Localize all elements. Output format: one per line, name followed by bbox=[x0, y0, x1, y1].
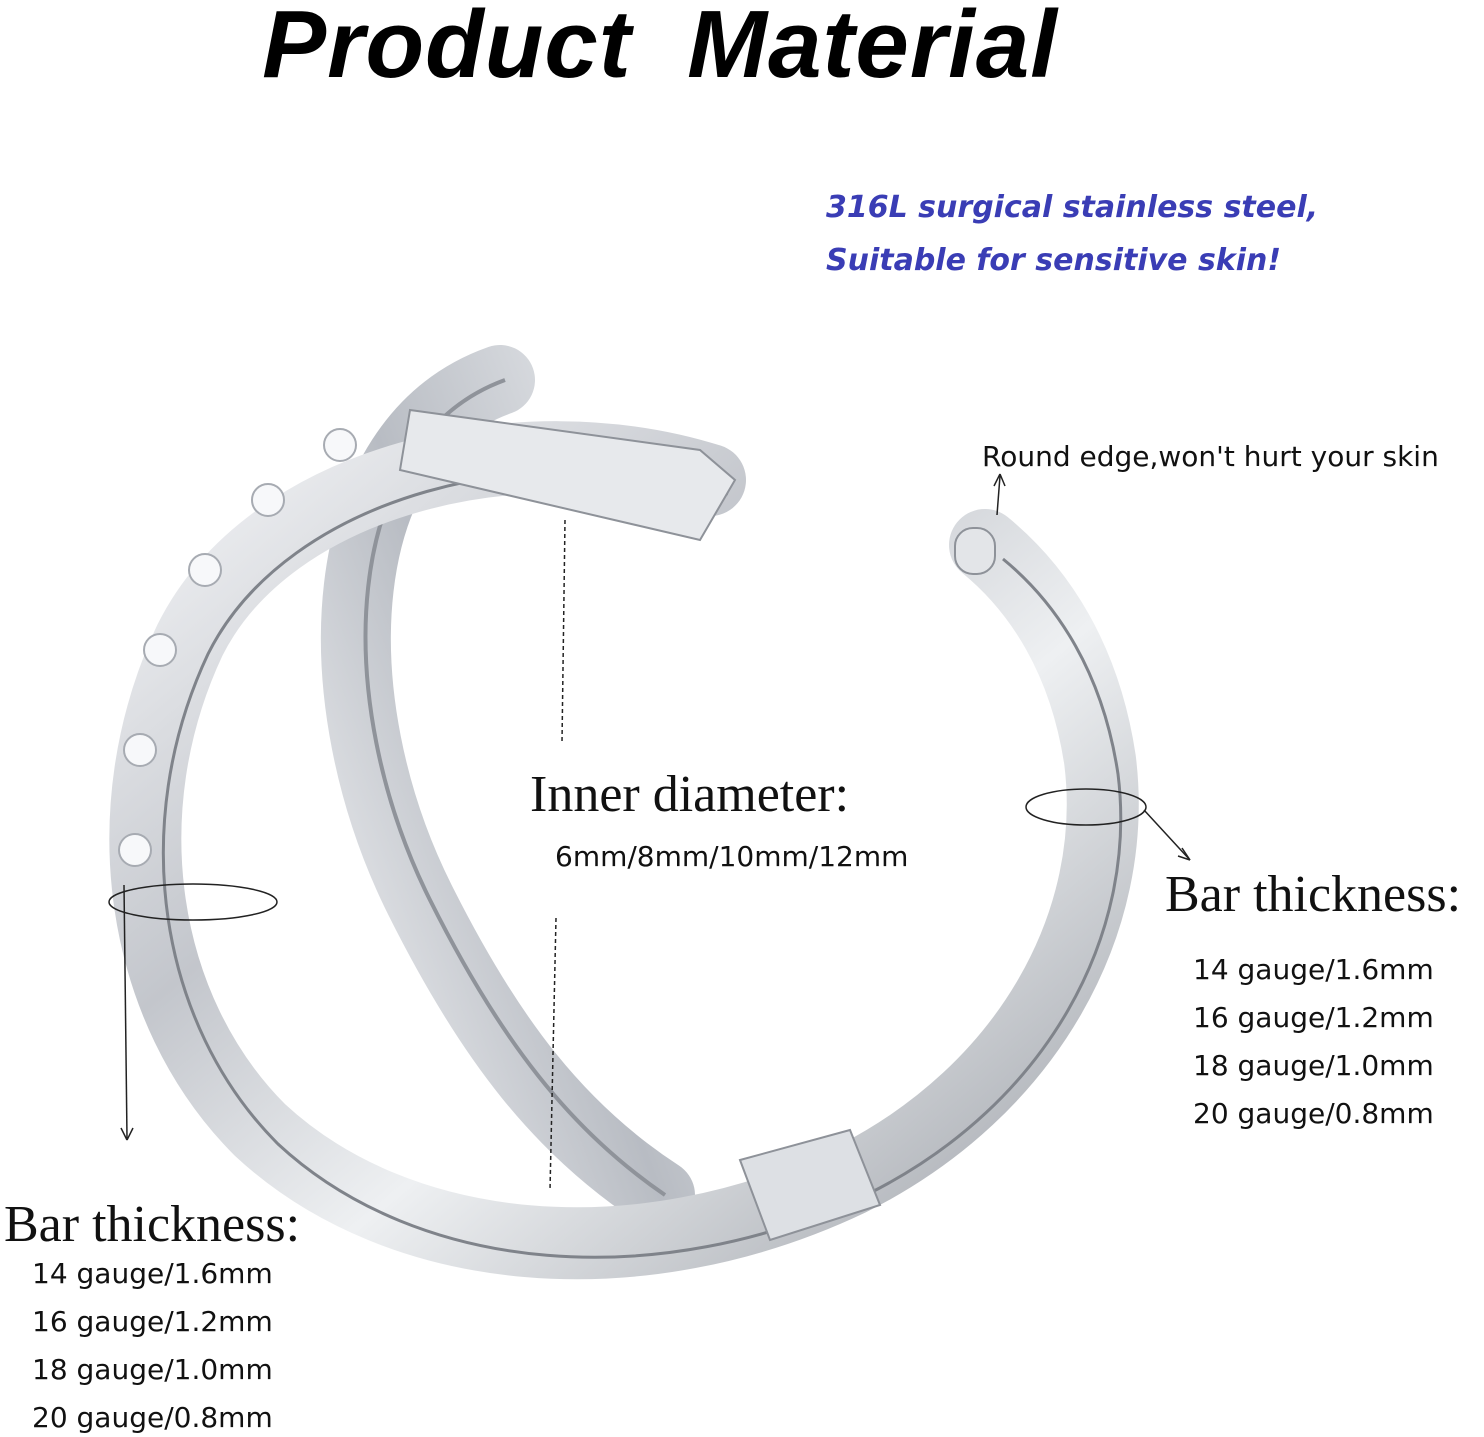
main-ring bbox=[109, 408, 1139, 1280]
right-thickness-arrow bbox=[1143, 809, 1191, 861]
bar-thickness-right-item: 20 gauge/0.8mm bbox=[1193, 1097, 1434, 1130]
bar-thickness-right-item: 14 gauge/1.6mm bbox=[1193, 953, 1434, 986]
measure-marks bbox=[108, 473, 1191, 1191]
bar-thickness-left-item: 20 gauge/0.8mm bbox=[32, 1401, 273, 1434]
bar-thickness-right-item: 16 gauge/1.2mm bbox=[1193, 1001, 1434, 1034]
left-thickness-ellipse bbox=[108, 883, 278, 921]
bar-thickness-right-label: Bar thickness: bbox=[1165, 866, 1462, 923]
inner-diameter-top-dash bbox=[561, 519, 566, 743]
top-cap bbox=[398, 408, 737, 542]
bar-thickness-right-item: 18 gauge/1.0mm bbox=[1193, 1049, 1434, 1082]
inner-diameter-bottom-dash bbox=[549, 917, 557, 1191]
page-title: Product Material bbox=[262, 0, 1058, 98]
round-edge-tip bbox=[954, 527, 996, 575]
bar-thickness-left-item: 18 gauge/1.0mm bbox=[32, 1353, 273, 1386]
bar-thickness-left-item: 14 gauge/1.6mm bbox=[32, 1257, 273, 1290]
right-thickness-ellipse bbox=[1025, 788, 1147, 826]
material-line-1: 316L surgical stainless steel, bbox=[826, 190, 1319, 225]
bar-thickness-left-label: Bar thickness: bbox=[4, 1196, 301, 1253]
round-edge-arrow bbox=[996, 475, 1001, 516]
hinge-clicker bbox=[738, 1128, 882, 1242]
left-thickness-arrow bbox=[123, 884, 128, 1139]
bar-thickness-left-item: 16 gauge/1.2mm bbox=[32, 1305, 273, 1338]
material-line-2: Suitable for sensitive skin! bbox=[826, 243, 1282, 278]
gem-row bbox=[118, 428, 357, 867]
round-edge-label: Round edge,won't hurt your skin bbox=[982, 440, 1439, 473]
inner-diameter-label: Inner diameter: bbox=[530, 766, 850, 823]
inner-diameter-values: 6mm/8mm/10mm/12mm bbox=[555, 840, 909, 873]
